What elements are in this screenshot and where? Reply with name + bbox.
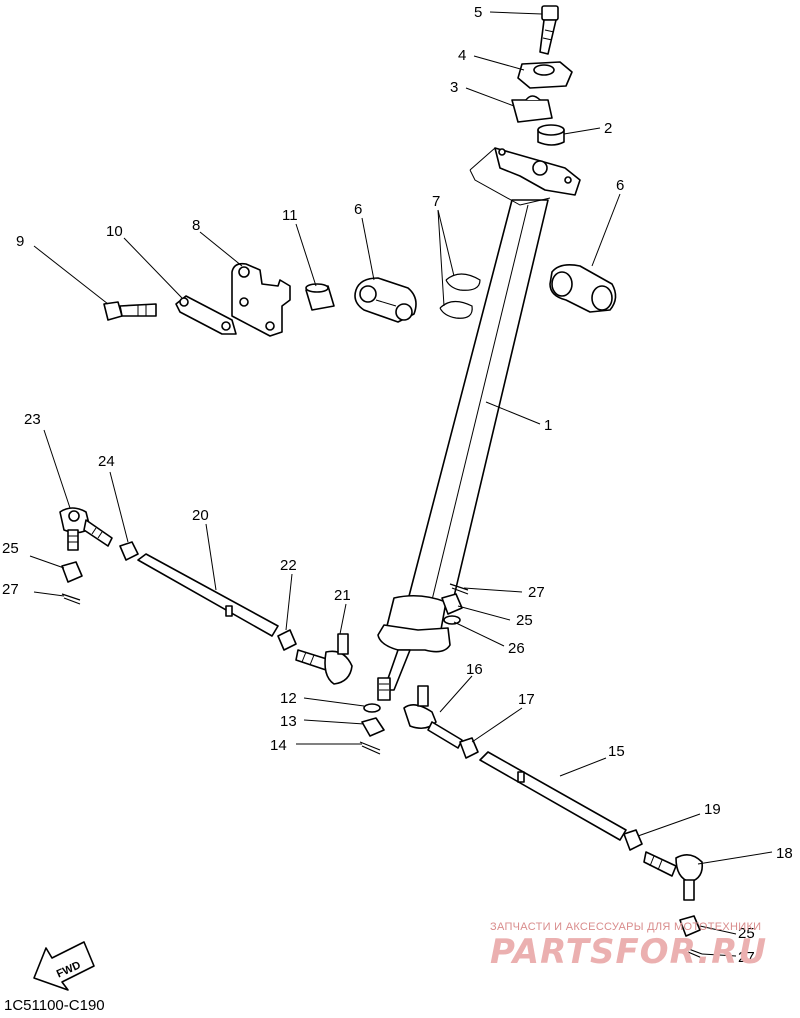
callout-21: 21 bbox=[334, 587, 351, 604]
part-12-washer bbox=[363, 703, 381, 713]
part-27-pin-right bbox=[685, 947, 703, 959]
part-5-bolt bbox=[539, 5, 559, 55]
diagram-code: 1C51100-C190 bbox=[4, 997, 105, 1014]
part-16-tie-rod-end-inner bbox=[403, 685, 463, 749]
part-26-washer bbox=[443, 615, 461, 625]
part-14-pin bbox=[359, 741, 381, 755]
callout-18: 18 bbox=[776, 845, 793, 862]
part-11-collar bbox=[305, 283, 335, 311]
part-15-rod bbox=[479, 751, 627, 841]
callout-16: 16 bbox=[466, 661, 483, 678]
callout-20: 20 bbox=[192, 507, 209, 524]
callout-6-right: 6 bbox=[616, 177, 624, 194]
part-22-nut bbox=[277, 629, 297, 651]
callout-14: 14 bbox=[270, 737, 287, 754]
callout-12: 12 bbox=[280, 690, 297, 707]
callout-5: 5 bbox=[474, 4, 482, 21]
part-1-steering-column bbox=[377, 199, 549, 701]
part-23-tie-rod-end-left bbox=[59, 507, 113, 551]
part-19-nut bbox=[623, 829, 643, 851]
part-2-cap bbox=[537, 124, 565, 146]
callout-13: 13 bbox=[280, 713, 297, 730]
part-18-tie-rod-end-outer bbox=[643, 851, 704, 901]
callout-19: 19 bbox=[704, 801, 721, 818]
watermark-caption: ЗАПЧАСТИ И АКСЕССУАРЫ ДЛЯ МОТОТЕХНИКИ bbox=[490, 921, 762, 933]
callout-1: 1 bbox=[544, 417, 552, 434]
callout-25-right: 25 bbox=[738, 925, 755, 942]
watermark-logo: PARTSFOR.RU bbox=[490, 932, 768, 972]
part-4-holder bbox=[517, 61, 573, 89]
callout-24: 24 bbox=[98, 453, 115, 470]
part-10-lock-plate bbox=[175, 295, 237, 335]
callout-10: 10 bbox=[106, 223, 123, 240]
part-13-nut bbox=[361, 717, 385, 737]
part-9-bolt bbox=[103, 301, 157, 321]
part-6-holder-right bbox=[549, 264, 617, 313]
part-25-nut-right bbox=[679, 915, 701, 937]
part-8-plate bbox=[231, 262, 291, 337]
part-6-holder-left bbox=[354, 277, 417, 323]
callout-4: 4 bbox=[458, 47, 466, 64]
part-21-tie-rod-end-inner bbox=[295, 633, 353, 685]
callout-2: 2 bbox=[604, 120, 612, 137]
callout-26: 26 bbox=[508, 640, 525, 657]
callout-9: 9 bbox=[16, 233, 24, 250]
callout-15: 15 bbox=[608, 743, 625, 760]
part-27-pin-column bbox=[449, 583, 469, 595]
part-25-nut-left bbox=[61, 561, 83, 583]
callout-6-left: 6 bbox=[354, 201, 362, 218]
part-20-rod bbox=[137, 553, 279, 637]
column-top-bracket bbox=[469, 147, 581, 206]
callout-3: 3 bbox=[450, 79, 458, 96]
leader-lines bbox=[29, 11, 773, 957]
callout-25-left: 25 bbox=[2, 540, 19, 557]
part-24-nut bbox=[119, 541, 139, 561]
callout-25-column: 25 bbox=[516, 612, 533, 629]
callout-27-column: 27 bbox=[528, 584, 545, 601]
callout-7: 7 bbox=[432, 193, 440, 210]
callout-numbers: 5 4 3 2 6 6 7 8 11 9 10 1 23 24 20 22 21… bbox=[2, 4, 793, 966]
part-3-bushing bbox=[511, 95, 553, 123]
callout-17: 17 bbox=[518, 691, 535, 708]
part-25-nut-column bbox=[441, 593, 463, 615]
callout-22: 22 bbox=[280, 557, 297, 574]
callout-27-left: 27 bbox=[2, 581, 19, 598]
callout-11: 11 bbox=[282, 207, 298, 224]
callout-8: 8 bbox=[192, 217, 200, 234]
part-7-clips bbox=[439, 273, 481, 319]
fwd-direction-arrow: FWD bbox=[33, 941, 95, 991]
part-27-pin-left bbox=[61, 593, 81, 605]
callout-27-right: 27 bbox=[738, 949, 755, 966]
callout-23: 23 bbox=[24, 411, 41, 428]
part-17-nut bbox=[459, 737, 479, 759]
